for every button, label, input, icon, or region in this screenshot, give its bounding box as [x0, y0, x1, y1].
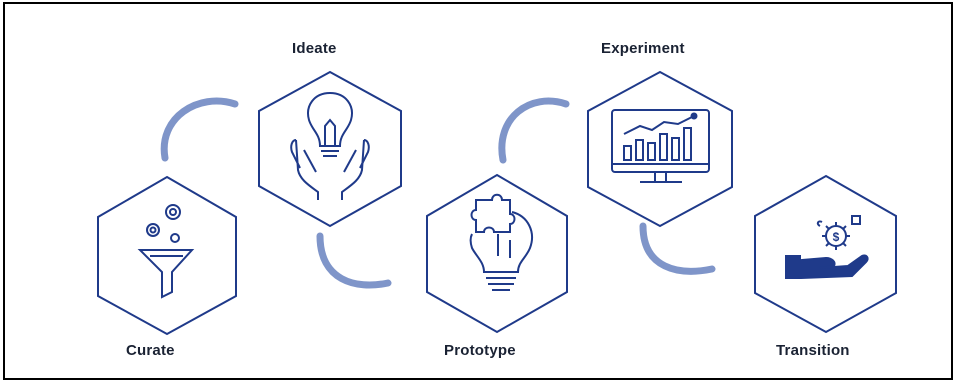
- diagram-frame: [3, 2, 953, 380]
- puzzle-lightbulb-icon: [469, 193, 533, 291]
- hexagon-ideate: [258, 70, 402, 228]
- step-label-transition: Transition: [776, 342, 850, 359]
- hand-money-icon: $: [785, 215, 869, 280]
- step-label-experiment: Experiment: [601, 40, 685, 57]
- hexagon-transition: [754, 174, 897, 334]
- funnel-icon: [137, 204, 195, 299]
- lightbulb-hands-icon: [290, 91, 370, 200]
- arrow-curate-to-ideate: [160, 97, 239, 162]
- svg-text:$: $: [833, 230, 840, 244]
- step-label-ideate: Ideate: [292, 40, 337, 57]
- arrow-prototype-to-experiment: [498, 97, 570, 164]
- arrow-experiment-to-transition: [639, 222, 716, 275]
- step-label-curate: Curate: [126, 342, 175, 359]
- arrow-ideate-to-prototype: [316, 232, 392, 289]
- monitor-chart-icon: [611, 109, 710, 183]
- step-label-prototype: Prototype: [444, 342, 516, 359]
